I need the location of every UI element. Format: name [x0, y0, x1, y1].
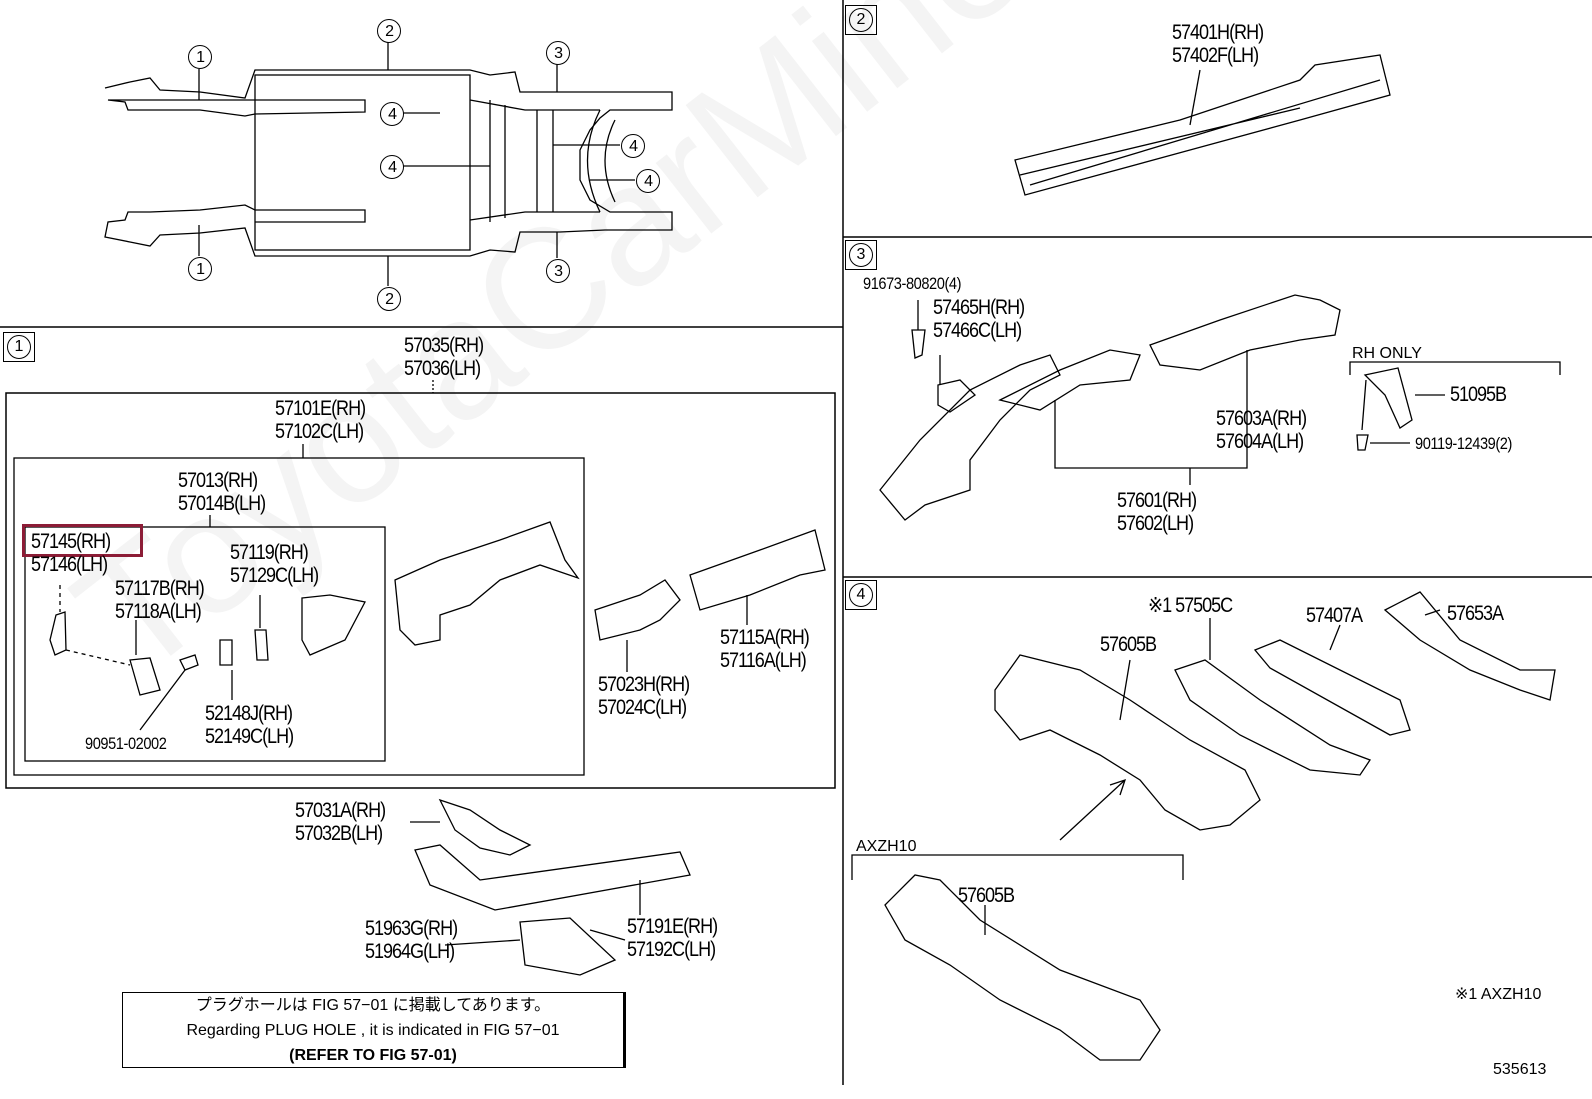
footnote: ※1 AXZH10 [1455, 986, 1542, 1003]
callout-4: 4 [380, 155, 404, 179]
group-box-57035 [5, 392, 836, 789]
part-label-57117[interactable]: 57117B(RH)57118A(LH) [115, 577, 205, 623]
section-marker-1: 1 [3, 332, 35, 362]
highlight-box [22, 524, 143, 557]
part-57101 [394, 521, 580, 646]
part-label-57031[interactable]: 57031A(RH)57032B(LH) [295, 799, 386, 845]
part-label-57013[interactable]: 57013(RH)57014B(LH) [178, 469, 266, 515]
part-label-52148[interactable]: 52148J(RH)52149C(LH) [205, 702, 294, 748]
part-label-57023[interactable]: 57023H(RH)57024C(LH) [598, 673, 690, 719]
section-marker-3: 3 [845, 240, 877, 270]
note-english: Regarding PLUG HOLE , it is indicated in… [186, 1022, 560, 1039]
note-refer[interactable]: (REFER TO FIG 57-01) [289, 1047, 457, 1064]
section-marker-2: 2 [845, 5, 877, 35]
axzh10-label: AXZH10 [856, 838, 917, 855]
part-label-57115[interactable]: 57115A(RH)57116A(LH) [720, 626, 810, 672]
section-number: 2 [849, 8, 873, 32]
part-label-57465[interactable]: 57465H(RH)57466C(LH) [933, 296, 1025, 342]
part-label-57407[interactable]: 57407A [1306, 604, 1363, 627]
callout-2: 2 [377, 287, 401, 311]
part-label-57505[interactable]: ※1 57505C [1148, 594, 1233, 617]
part-57603 [1149, 294, 1341, 371]
callout-2: 2 [377, 19, 401, 43]
part-label-57035[interactable]: 57035(RH)57036(LH) [404, 334, 484, 380]
callout-4: 4 [380, 102, 404, 126]
part-label-51963[interactable]: 51963G(RH)51964G(LH) [365, 917, 458, 963]
part-57605-axzh10 [884, 874, 1161, 1061]
part-label-57603[interactable]: 57603A(RH)57604A(LH) [1216, 407, 1307, 453]
part-label-57653[interactable]: 57653A [1447, 602, 1504, 625]
callout-4: 4 [636, 169, 660, 193]
group-box-57101 [13, 457, 585, 776]
part-label-57401[interactable]: 57401H(RH)57402F(LH) [1172, 21, 1264, 67]
section-number: 3 [849, 243, 873, 267]
part-57401 [1014, 54, 1391, 196]
part-57407 [1253, 639, 1411, 736]
callout-3: 3 [546, 259, 570, 283]
frame-overview [104, 42, 673, 286]
section-number: 4 [849, 583, 873, 607]
part-57505 [1174, 659, 1371, 776]
callout-4: 4 [621, 134, 645, 158]
figure-number: 535613 [1493, 1061, 1547, 1078]
section-marker-4: 4 [845, 580, 877, 610]
part-57653 [1383, 591, 1556, 701]
plug-hole-note: プラグホールは FIG 57−01 に掲載してあります。 Regarding P… [122, 992, 626, 1068]
part-label-51095[interactable]: 51095B [1450, 383, 1507, 406]
part-label-57119[interactable]: 57119(RH)57129C(LH) [230, 541, 319, 587]
rh-only-label: RH ONLY [1352, 345, 1422, 362]
part-label-57605-axzh10[interactable]: 57605B [958, 884, 1015, 907]
callout-1: 1 [188, 45, 212, 69]
part-label-90119[interactable]: 90119-12439(2) [1415, 434, 1512, 453]
callout-1: 1 [188, 257, 212, 281]
part-label-57605[interactable]: 57605B [1100, 633, 1157, 656]
part-57191 [414, 798, 691, 976]
part-label-57101[interactable]: 57101E(RH)57102C(LH) [275, 397, 366, 443]
part-label-57145[interactable]: 57145(RH)57146(LH) [31, 530, 111, 576]
part-label-91673[interactable]: 91673-80820(4) [863, 274, 962, 293]
group-box-57013 [24, 526, 386, 762]
note-japanese: プラグホールは FIG 57−01 に掲載してあります。 [195, 997, 551, 1014]
callout-3: 3 [546, 41, 570, 65]
part-label-57191[interactable]: 57191E(RH)57192C(LH) [627, 915, 718, 961]
part-57601 [879, 349, 1141, 521]
part-57605 [994, 654, 1261, 831]
section-number: 1 [7, 335, 31, 359]
part-label-90951[interactable]: 90951-02002 [85, 734, 167, 753]
part-label-57601[interactable]: 57601(RH)57602(LH) [1117, 489, 1197, 535]
part-57023 [594, 529, 826, 641]
